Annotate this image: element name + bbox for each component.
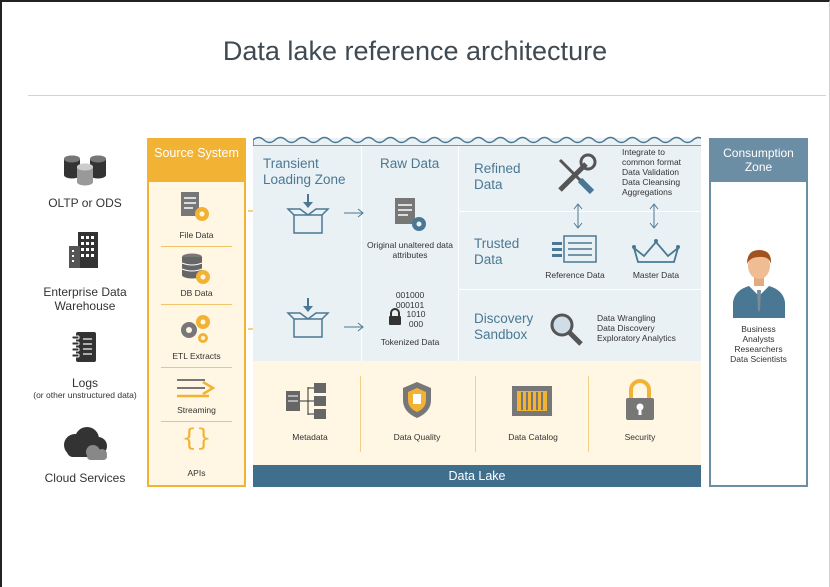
governance-metadata: Metadata <box>292 432 328 442</box>
source-sublabel: (or other unstructured data) <box>33 390 137 400</box>
source-item-etl: ETL Extracts <box>172 351 221 361</box>
bidirectional-arrow <box>649 203 659 229</box>
source-label: Logs <box>71 376 99 390</box>
tools-icon <box>558 153 597 195</box>
database-stack-icon <box>64 155 106 186</box>
consumption-zone: Consumption Zone Business Analysts Resea… <box>709 138 808 487</box>
divider <box>161 246 232 247</box>
consumer-label: Analysts <box>742 334 775 344</box>
source-system-title: Source System <box>149 140 244 182</box>
refined-description-line: Integrate to <box>622 147 666 157</box>
arrow-connector <box>344 322 364 332</box>
divider <box>161 304 232 305</box>
business-person-icon <box>733 250 785 318</box>
open-box-icon <box>286 194 330 234</box>
source-cloud: Cloud Services <box>30 425 140 485</box>
reference-data-icon <box>552 235 597 263</box>
zone-raw-title: Raw Data <box>380 156 440 171</box>
source-item-apis: APIs <box>187 468 206 478</box>
metadata-icon <box>286 383 326 419</box>
divider <box>161 421 232 422</box>
raw-original-label: Original unaltered data attributes <box>366 240 453 260</box>
api-braces-icon: {} <box>182 424 211 452</box>
token-bits: 001000 000101 1010 000 <box>388 290 432 329</box>
water-wave <box>253 136 701 146</box>
refined-description-line: Data Cleansing <box>622 177 681 187</box>
shield-icon <box>403 382 431 418</box>
bidirectional-arrow <box>573 203 583 229</box>
data-lake-label: Data Lake <box>253 465 701 487</box>
zone-refined-title: Refined Data <box>474 161 521 192</box>
governance-divider <box>588 376 589 452</box>
reference-data-label: Reference Data <box>545 270 605 280</box>
padlock-icon <box>626 379 654 420</box>
source-system-column: Source System File Data DB Data ETL Extr… <box>147 138 246 487</box>
token-bits-line: 001000 <box>395 290 425 300</box>
zone-trusted-title: Trusted Data <box>474 236 520 267</box>
crown-icon <box>632 239 680 263</box>
gears-icon <box>181 315 210 343</box>
building-icon <box>69 232 98 268</box>
catalog-icon <box>512 386 552 416</box>
divider <box>161 367 232 368</box>
lock-icon <box>389 308 401 325</box>
refined-description-line: Aggregations <box>622 187 673 197</box>
zone-divider <box>458 289 701 290</box>
sandbox-description-line: Exploratory Analytics <box>597 333 676 343</box>
zone-sandbox-title: Discovery Sandbox <box>474 311 534 342</box>
source-label: Cloud Services <box>44 471 126 485</box>
sandbox-description-line: Data Discovery <box>597 323 655 333</box>
sandbox-description-line: Data Wrangling <box>597 313 656 323</box>
magnifier-icon <box>550 313 583 346</box>
refined-description-line: common format <box>622 157 682 167</box>
streaming-icon <box>177 379 216 398</box>
refined-description-line: Data Validation <box>622 167 680 177</box>
token-bits-line: 000 <box>408 318 424 329</box>
master-data-label: Master Data <box>632 270 680 280</box>
arrow-connector <box>344 208 364 218</box>
cloud-icon <box>64 427 107 460</box>
governance-data-quality: Data Quality <box>393 432 441 442</box>
sandbox-description: Data Wrangling Data Discovery Explorator… <box>597 313 676 343</box>
governance-data-catalog: Data Catalog <box>508 432 558 442</box>
consumption-users: Business Analysts Researchers Data Scien… <box>711 324 806 364</box>
open-box-icon <box>286 298 330 338</box>
source-item-streaming: Streaming <box>177 405 216 415</box>
source-label: Enterprise Data Warehouse <box>43 285 127 313</box>
consumer-label: Business <box>741 324 776 334</box>
refined-description: Integrate to common format Data Validati… <box>622 147 681 197</box>
token-bits-line: 000101 <box>395 299 425 310</box>
source-item-db-data: DB Data <box>180 288 213 298</box>
zone-transient-title: Transient Loading Zone <box>263 156 346 187</box>
tokenized-label: Tokenized Data <box>380 337 440 347</box>
source-logs: Logs (or other unstructured data) <box>30 330 140 400</box>
page-title: Data lake reference architecture <box>222 36 608 66</box>
governance-security: Security <box>624 432 656 442</box>
db-data-icon <box>181 253 210 284</box>
file-data-icon <box>395 198 426 231</box>
consumer-label: Researchers <box>734 344 783 354</box>
consumption-title: Consumption Zone <box>711 140 806 182</box>
zone-divider <box>361 146 362 361</box>
source-label: OLTP or ODS <box>48 196 122 210</box>
source-oltp: OLTP or ODS <box>30 150 140 210</box>
governance-divider <box>475 376 476 452</box>
token-bits-line: 1010 <box>406 309 426 319</box>
notebook-icon <box>71 332 96 362</box>
source-item-file-data: File Data <box>179 230 214 240</box>
zone-divider <box>458 146 459 361</box>
consumer-label: Data Scientists <box>730 354 787 364</box>
governance-divider <box>360 376 361 452</box>
file-data-icon <box>181 192 209 221</box>
source-edw: Enterprise Data Warehouse <box>30 230 140 313</box>
zone-divider <box>458 211 701 212</box>
title-divider <box>28 95 826 96</box>
